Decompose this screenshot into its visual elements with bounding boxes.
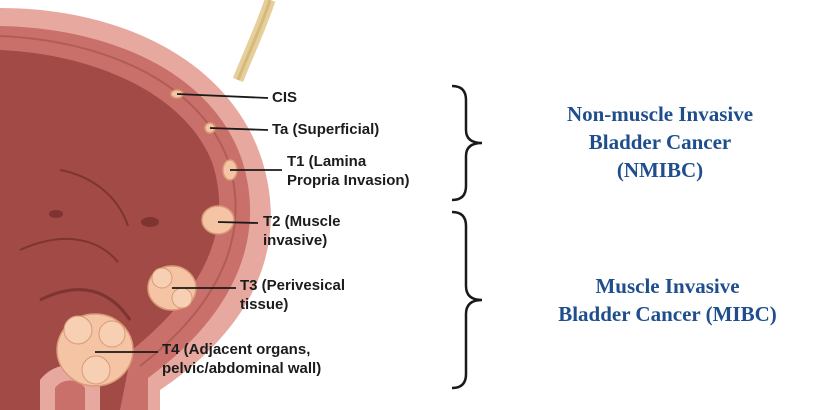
brace-nmibc xyxy=(452,86,482,200)
stage-label-line: T2 (Muscle xyxy=(263,212,341,231)
tumor-t4-lobe xyxy=(64,316,92,344)
ureter-shade xyxy=(238,0,270,80)
category-label-mibc: Muscle Invasive Bladder Cancer (MIBC) xyxy=(520,272,815,328)
stage-label-ta: Ta (Superficial) xyxy=(272,120,379,139)
urethra-lumen xyxy=(55,381,85,410)
stage-label-line: tissue) xyxy=(240,295,345,314)
stage-label-cis: CIS xyxy=(272,88,297,107)
category-label-line: Bladder Cancer (MIBC) xyxy=(520,300,815,328)
tumor-t4-lobe xyxy=(99,321,125,347)
ureteral-orifice xyxy=(49,210,63,218)
category-label-line: Muscle Invasive xyxy=(520,272,815,300)
stage-label-line: T4 (Adjacent organs, xyxy=(162,340,321,359)
stage-label-line: CIS xyxy=(272,88,297,107)
category-label-line: Bladder Cancer xyxy=(525,128,795,156)
stage-label-t1: T1 (Lamina Propria Invasion) xyxy=(287,152,410,190)
category-label-nmibc: Non-muscle Invasive Bladder Cancer (NMIB… xyxy=(525,100,795,184)
stage-label-t3: T3 (Perivesical tissue) xyxy=(240,276,345,314)
brace-mibc xyxy=(452,212,482,388)
stage-label-line: T3 (Perivesical xyxy=(240,276,345,295)
ureteral-orifice xyxy=(141,217,159,227)
stage-label-line: Ta (Superficial) xyxy=(272,120,379,139)
category-label-line: (NMIBC) xyxy=(525,156,795,184)
stage-label-line: T1 (Lamina xyxy=(287,152,410,171)
stage-label-line: pelvic/abdominal wall) xyxy=(162,359,321,378)
tumor-t3-lobe xyxy=(152,268,172,288)
stage-label-line: invasive) xyxy=(263,231,341,250)
tumor-t3-lobe xyxy=(172,288,192,308)
tumor-t2 xyxy=(202,206,234,234)
stage-label-t4: T4 (Adjacent organs, pelvic/abdominal wa… xyxy=(162,340,321,378)
leader-line-t2 xyxy=(218,222,258,223)
category-label-line: Non-muscle Invasive xyxy=(525,100,795,128)
stage-label-t2: T2 (Muscle invasive) xyxy=(263,212,341,250)
stage-label-line: Propria Invasion) xyxy=(287,171,410,190)
tumor-t4-lobe xyxy=(82,356,110,384)
